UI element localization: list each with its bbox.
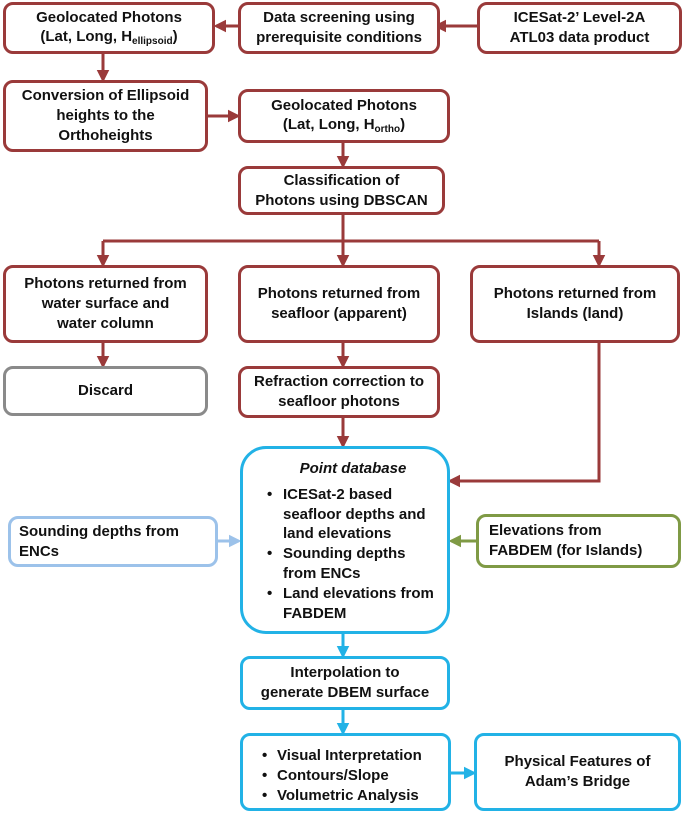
point-database-title: Point database	[299, 460, 407, 477]
classification-line2: Photons using DBSCAN	[255, 191, 428, 209]
arrow-island-to-database	[447, 343, 601, 488]
seafloor-photons-line1: Photons returned from	[257, 285, 421, 303]
classification-line1: Classification of	[283, 171, 400, 189]
geolocated-photons-ellipsoid-box: Geolocated Photons (Lat, Long, Hellipsoi…	[3, 2, 215, 54]
interpolation-line1: Interpolation to	[290, 664, 400, 682]
conversion-line2: heights to the	[56, 107, 155, 125]
discard-box: Discard	[3, 366, 208, 416]
seafloor-photons-box: Photons returned from seafloor (apparent…	[238, 265, 440, 343]
geolocated-ortho-title: Geolocated Photons	[271, 96, 417, 114]
physical-features-line2: Adam’s Bridge	[524, 773, 631, 790]
refraction-line2: seafloor photons	[278, 393, 400, 410]
conversion-box: Conversion of Ellipsoid heights to the O…	[3, 80, 208, 152]
analysis-box: Visual Interpretation Contours/Slope Vol…	[240, 733, 451, 811]
water-photons-box: Photons returned from water surface and …	[3, 265, 208, 343]
geolocated-ortho-coords: (Lat, Long, Hortho)	[282, 116, 406, 136]
island-photons-line1: Photons returned from	[493, 285, 657, 303]
water-photons-line2: water surface and	[41, 295, 170, 313]
water-photons-line1: Photons returned from	[24, 275, 187, 293]
discard-label: Discard	[77, 382, 134, 400]
data-screening-line1: Data screening using	[263, 9, 415, 27]
sounding-enc-line1: Sounding depths from	[19, 522, 179, 540]
fabdem-box: Elevations from FABDEM (for Islands)	[476, 514, 681, 568]
interpolation-line2: generate DBEM surface	[260, 684, 430, 701]
point-database-list: ICESat-2 based seafloor depths and land …	[265, 485, 441, 624]
physical-features-box: Physical Features of Adam’s Bridge	[474, 733, 681, 811]
data-screening-line2: prerequisite conditions	[256, 29, 422, 46]
point-database-item: ICESat-2 based seafloor depths and land …	[267, 485, 441, 544]
sounding-enc-box: Sounding depths from ENCs	[8, 516, 218, 567]
fabdem-line1: Elevations from	[489, 522, 602, 540]
point-database-box: Point database ICESat-2 based seafloor d…	[240, 446, 450, 634]
point-database-item: Land elevations from FABDEM	[267, 584, 441, 624]
icesat-product-line2: ATL03 data product	[509, 29, 650, 46]
icesat-product-box: ICESat-2’ Level-2A ATL03 data product	[477, 2, 682, 54]
fabdem-line2: FABDEM (for Islands)	[489, 542, 643, 559]
conversion-line3: Orthoheights	[58, 126, 153, 144]
classification-box: Classification of Photons using DBSCAN	[238, 166, 445, 215]
seafloor-photons-line2: seafloor (apparent)	[271, 305, 407, 322]
island-photons-line2: Islands (land)	[526, 305, 624, 322]
refraction-line1: Refraction correction to	[253, 373, 425, 391]
analysis-item: Volumetric Analysis	[262, 786, 440, 806]
analysis-list: Visual Interpretation Contours/Slope Vol…	[261, 746, 440, 805]
interpolation-box: Interpolation to generate DBEM surface	[240, 656, 450, 710]
physical-features-line1: Physical Features of	[504, 753, 651, 771]
conversion-line1: Conversion of Ellipsoid	[21, 87, 190, 105]
geolocated-photons-ortho-box: Geolocated Photons (Lat, Long, Hortho)	[238, 89, 450, 143]
analysis-item: Contours/Slope	[262, 766, 440, 786]
island-photons-box: Photons returned from Islands (land)	[470, 265, 680, 343]
geolocated-ellipsoid-coords: (Lat, Long, Hellipsoid)	[40, 28, 178, 48]
geolocated-ellipsoid-title: Geolocated Photons	[36, 8, 182, 26]
water-photons-line3: water column	[57, 314, 154, 332]
data-screening-box: Data screening using prerequisite condit…	[238, 2, 440, 54]
refraction-box: Refraction correction to seafloor photon…	[238, 366, 440, 418]
analysis-item: Visual Interpretation	[262, 746, 440, 766]
point-database-item: Sounding depths from ENCs	[267, 544, 441, 584]
sounding-enc-line2: ENCs	[19, 542, 60, 560]
icesat-product-line1: ICESat-2’ Level-2A	[513, 9, 646, 27]
